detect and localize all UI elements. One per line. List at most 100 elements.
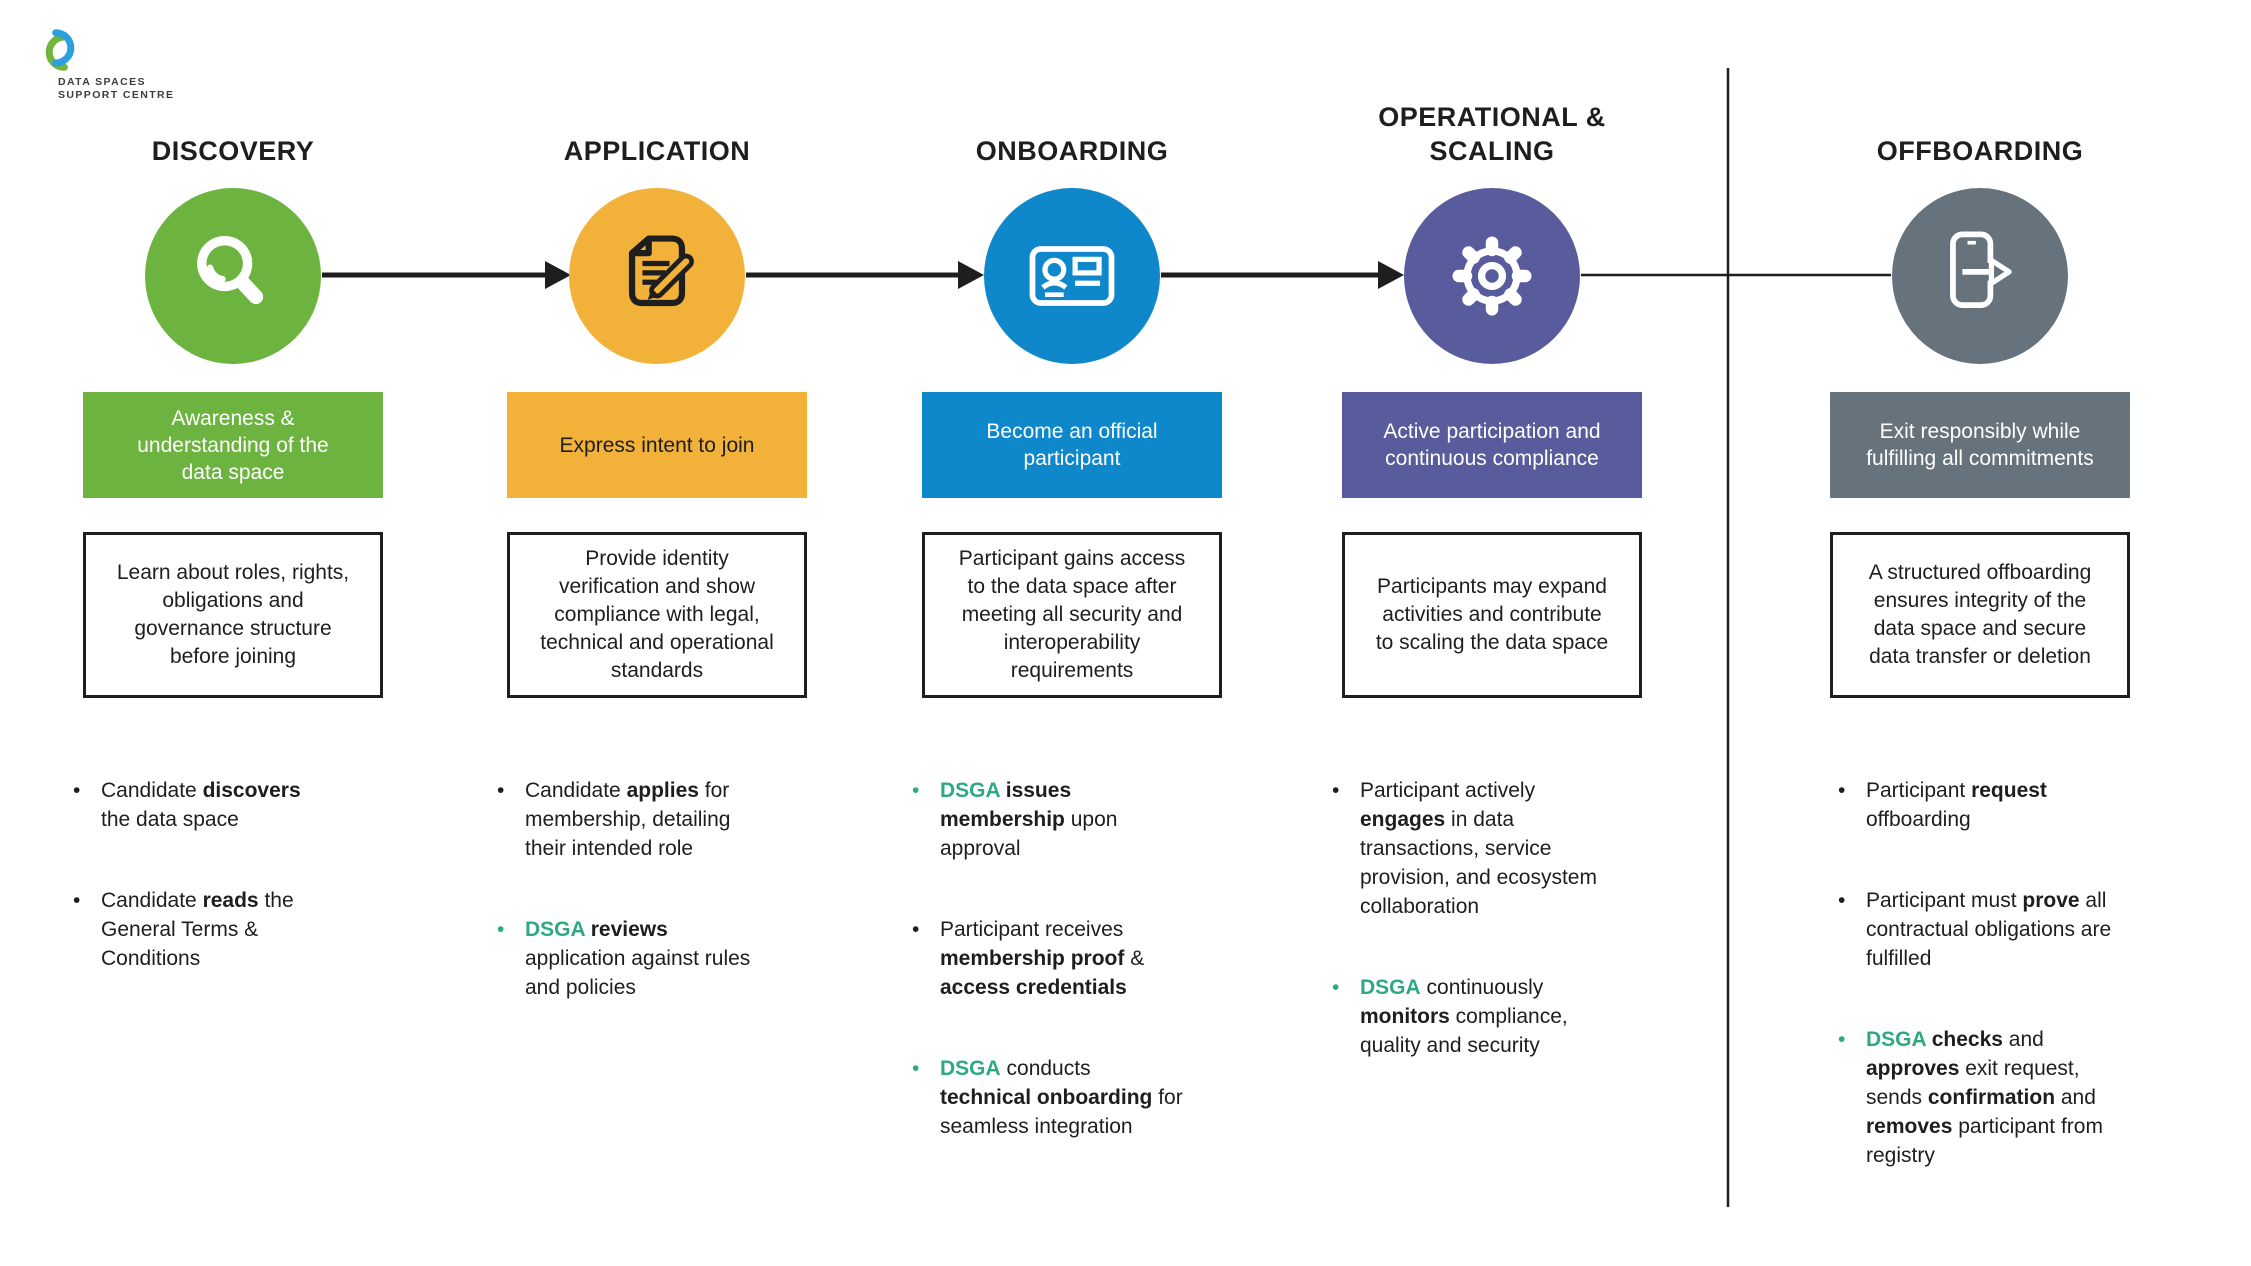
bullet-text: Participant must prove all contractual o… bbox=[1866, 886, 2130, 973]
bullet-text-segment: DSGA bbox=[1360, 976, 1421, 999]
stage-bullet-list: •DSGA issues membership upon approval•Pa… bbox=[912, 776, 1184, 1193]
bullet-item: • Participant request offboarding bbox=[1838, 776, 2130, 834]
stage-tagline: Awareness & understanding of the data sp… bbox=[83, 392, 383, 498]
bullet-text-segment: for membership, detailing their intended… bbox=[525, 779, 731, 860]
bullet-marker: • bbox=[497, 779, 505, 802]
bullet-text-segment: upon approval bbox=[940, 808, 1118, 860]
stage-tagline: Exit responsibly while fulfilling all co… bbox=[1830, 392, 2130, 498]
dssc-logo-icon bbox=[45, 29, 75, 71]
stage-title: OPERATIONAL & SCALING bbox=[1302, 90, 1682, 168]
bullet-text-segment: discovers bbox=[202, 779, 301, 802]
bullet-text-segment: continuously bbox=[1420, 976, 1544, 999]
bullet-text-segment: all contractual obligations are fulfille… bbox=[1866, 889, 2112, 970]
bullet-text-segment: DSGA bbox=[1866, 1028, 1926, 1051]
bullet-marker: • bbox=[1838, 779, 1846, 802]
bullet-item: •Candidate discovers the data space bbox=[73, 776, 335, 834]
stage-tagline: Become an official participant bbox=[922, 392, 1222, 498]
bullet-text-segment: request bbox=[1971, 779, 2047, 802]
stage-circle bbox=[145, 188, 321, 364]
bullet-text-segment: & bbox=[1124, 947, 1145, 970]
stage-tagline: Active participation and continuous comp… bbox=[1342, 392, 1642, 498]
bullet-text-segment: in data transactions, service provision,… bbox=[1360, 808, 1597, 918]
stage-circle bbox=[1892, 188, 2068, 364]
bullet-item: •Participant receives membership proof &… bbox=[912, 915, 1184, 1002]
bullet-item: • DSGA checks and approves exit request, … bbox=[1838, 1025, 2130, 1170]
bullet-text: DSGA checks and approves exit request, s… bbox=[1866, 1025, 2130, 1170]
bullet-text: DSGA issues membership upon approval bbox=[940, 776, 1184, 863]
bullet-text: Participant request offboarding bbox=[1866, 776, 2130, 834]
bullet-text-segment: application against rules and policies bbox=[525, 947, 751, 999]
bullet-text: Candidate discovers the data space bbox=[101, 776, 335, 834]
bullet-text: DSGA continuously monitors compliance, q… bbox=[1360, 973, 1610, 1060]
bullet-text-segment: removes bbox=[1866, 1115, 1953, 1138]
bullet-text: DSGA conducts technical onboarding for s… bbox=[940, 1054, 1184, 1141]
bullet-marker: • bbox=[73, 889, 81, 912]
gear-icon bbox=[1452, 236, 1532, 316]
bullet-text: DSGA reviews application against rules a… bbox=[525, 915, 759, 1002]
bullet-text-segment: reads bbox=[202, 889, 259, 912]
stage-bullet-list: • Candidate applies for membership, detai… bbox=[497, 776, 759, 1054]
bullet-item: • Candidate reads the General Terms & Con… bbox=[73, 886, 335, 973]
bullet-marker: • bbox=[912, 1057, 920, 1080]
bullet-marker: • bbox=[912, 779, 920, 802]
stage-description-box: Learn about roles, rights, obligations a… bbox=[83, 532, 383, 698]
exit-icon bbox=[1950, 231, 2012, 308]
stage-circle bbox=[984, 188, 1160, 364]
bullet-text-segment: for seamless integration bbox=[940, 1086, 1183, 1138]
stage-column-discovery: DISCOVERY Awareness & understanding of t… bbox=[43, 0, 423, 1266]
stage-bullet-list: •Candidate discovers the data space•Cand… bbox=[73, 776, 335, 1025]
stage-title-text: ONBOARDING bbox=[975, 136, 1169, 166]
application-form-icon bbox=[628, 235, 694, 307]
bullet-marker: • bbox=[497, 918, 505, 941]
stage-bullet-list: • Participant actively engages in data tr… bbox=[1332, 776, 1610, 1112]
id-card-icon bbox=[1029, 246, 1115, 306]
stage-title-text: APPLICATION bbox=[563, 136, 751, 166]
bullet-text-segment: DSGA bbox=[940, 1057, 1001, 1080]
stage-description-box: Participant gains access to the data spa… bbox=[922, 532, 1222, 698]
bullet-text: Candidate reads the General Terms & Cond… bbox=[101, 886, 335, 973]
stage-title-text: DISCOVERY bbox=[151, 136, 315, 166]
bullet-text-segment: Candidate bbox=[101, 779, 203, 802]
dssc-logo-text: DATA SPACES SUPPORT CENTRE bbox=[58, 76, 174, 102]
stage-tagline: Express intent to join bbox=[507, 392, 807, 498]
bullet-text-segment: DSGA bbox=[940, 779, 1000, 802]
bullet-text: Participant receives membership proof & … bbox=[940, 915, 1184, 1002]
bullet-text-segment: reviews bbox=[584, 918, 668, 941]
bullet-item: • Participant actively engages in data tr… bbox=[1332, 776, 1610, 921]
bullet-text-segment: access credentials bbox=[940, 976, 1127, 999]
bullet-text-segment: the data space bbox=[101, 808, 239, 831]
bullet-marker: • bbox=[1838, 1028, 1846, 1051]
bullet-item: • DSGA reviews application against rules … bbox=[497, 915, 759, 1002]
stage-column-offboarding: OFFBOARDING Exit responsibly while fulfi… bbox=[1790, 0, 2170, 1266]
dssc-logo: DATA SPACES SUPPORT CENTRE bbox=[33, 16, 253, 116]
bullet-text-segment: and bbox=[2055, 1086, 2096, 1109]
bullet-text-segment: membership proof bbox=[940, 947, 1125, 970]
bullet-text-segment: exit request, sends bbox=[1866, 1057, 2080, 1109]
bullet-text-segment: Participant actively bbox=[1360, 779, 1536, 802]
stage-description-box: Provide identity verification and show c… bbox=[507, 532, 807, 698]
bullet-text-segment: engages bbox=[1360, 808, 1446, 831]
bullet-text-segment: approves bbox=[1866, 1057, 1960, 1080]
stage-bullet-list: • Participant request offboarding • Partici… bbox=[1838, 776, 2130, 1222]
bullet-marker: • bbox=[1838, 889, 1846, 912]
magnifier-icon bbox=[197, 235, 264, 305]
bullet-text-segment: participant from registry bbox=[1866, 1115, 2103, 1167]
bullet-text-segment: DSGA bbox=[525, 918, 585, 941]
bullet-text-segment: and bbox=[2002, 1028, 2044, 1051]
dssc-logo-line1: DATA SPACES bbox=[58, 76, 146, 88]
bullet-text-segment: the General Terms & Conditions bbox=[101, 889, 294, 970]
bullet-item: • DSGA issues membership upon approval bbox=[912, 776, 1184, 863]
bullet-text-segment: technical onboarding bbox=[940, 1086, 1153, 1109]
bullet-text-segment: issues membership bbox=[940, 779, 1072, 831]
stage-description-box: A structured offboarding ensures integri… bbox=[1830, 532, 2130, 698]
stage-title: DISCOVERY bbox=[43, 90, 423, 168]
bullet-text-segment: offboarding bbox=[1866, 808, 1971, 831]
stage-circle bbox=[569, 188, 745, 364]
bullet-text-segment: Participant bbox=[1866, 779, 1972, 802]
bullet-text-segment: conducts bbox=[1000, 1057, 1091, 1080]
bullet-marker: • bbox=[1332, 779, 1340, 802]
bullet-text: Candidate applies for membership, detail… bbox=[525, 776, 759, 863]
stage-circle bbox=[1404, 188, 1580, 364]
